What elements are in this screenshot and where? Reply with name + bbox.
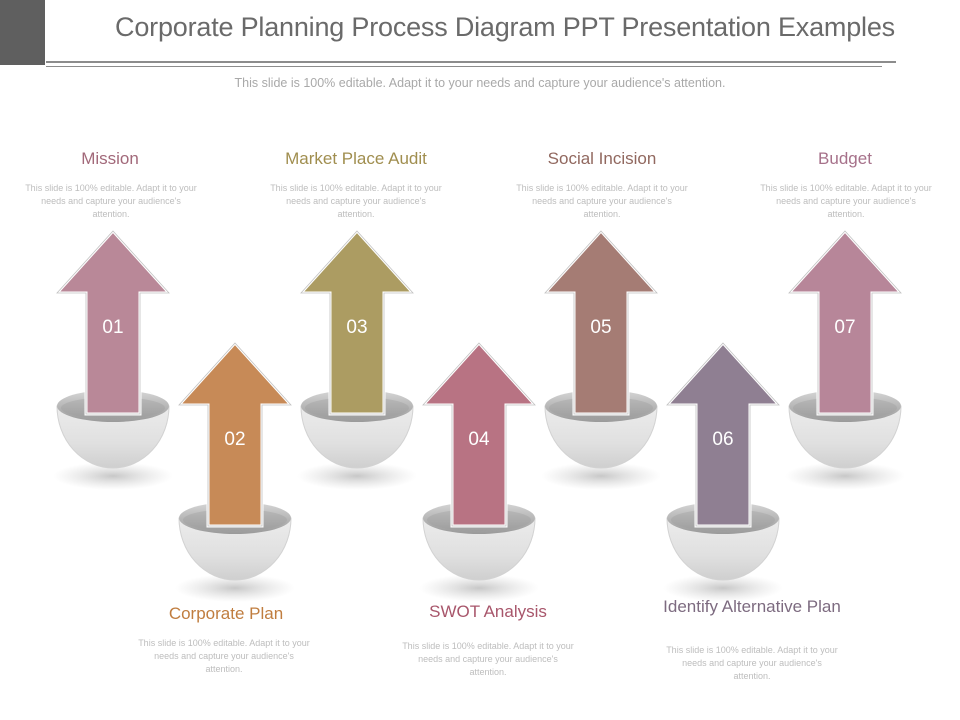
bowl-shadow (663, 574, 783, 602)
title-corner-block (0, 0, 45, 65)
stage-7-label: Budget (818, 149, 872, 168)
stage-3-arrow-outline (300, 230, 414, 415)
bowl-shadow (785, 462, 905, 490)
stage-4-label: SWOT Analysis (429, 602, 547, 621)
bowl-body (300, 405, 414, 469)
page-title: Corporate Planning Process Diagram PPT P… (115, 12, 895, 42)
stage-5-description: This slide is 100% editable. Adapt it to… (516, 183, 688, 219)
title-underline-thin (46, 66, 882, 67)
stage-6-arrow-outline (666, 342, 780, 527)
stage-5-number: 05 (590, 317, 611, 338)
stage-6-group: 06 (663, 340, 783, 602)
stage-1-label: Mission (81, 149, 139, 168)
bowl-body (178, 517, 292, 581)
stage-3-group: 03 (297, 228, 417, 490)
stage-7-group: 07 (785, 228, 905, 490)
stage-3-label: Market Place Audit (285, 149, 427, 168)
stage-5-label: Social Incision (547, 149, 657, 168)
bowl-shadow (175, 574, 295, 602)
stage-4-group: 04 (419, 340, 539, 602)
bowl-body (666, 517, 780, 581)
bowl-shadow (419, 574, 539, 602)
bowl-body (56, 405, 170, 469)
bowl-body (422, 517, 536, 581)
stage-1-description: This slide is 100% editable. Adapt it to… (25, 183, 197, 219)
stage-1-group: 01 (53, 228, 173, 490)
page-subtitle: This slide is 100% editable. Adapt it to… (234, 76, 726, 90)
stage-5-group: 05 (541, 228, 661, 490)
stage-3-number: 03 (346, 317, 367, 338)
stage-6-number: 06 (712, 429, 733, 450)
stage-7-description: This slide is 100% editable. Adapt it to… (760, 183, 932, 219)
stage-4-arrow-outline (422, 342, 536, 527)
stage-6-label: Identify Alternative Plan (663, 597, 841, 616)
stage-2-label: Corporate Plan (168, 604, 284, 623)
bowl-shadow (53, 462, 173, 490)
stage-5-arrow-outline (544, 230, 658, 415)
stage-6-description: This slide is 100% editable. Adapt it to… (666, 645, 838, 681)
stage-3-description: This slide is 100% editable. Adapt it to… (270, 183, 442, 219)
stage-1-arrow-outline (56, 230, 170, 415)
stage-2-group: 02 (175, 340, 295, 602)
bowl-shadow (541, 462, 661, 490)
stage-4-description: This slide is 100% editable. Adapt it to… (402, 641, 574, 677)
stage-7-arrow-outline (788, 230, 902, 415)
stage-1-number: 01 (102, 317, 123, 338)
bowl-shadow (297, 462, 417, 490)
stage-7-number: 07 (834, 317, 855, 338)
bowl-body (544, 405, 658, 469)
stage-2-arrow-outline (178, 342, 292, 527)
stage-4-number: 04 (468, 429, 490, 450)
stage-2-number: 02 (224, 429, 245, 450)
bowl-body (788, 405, 902, 469)
stage-2-description: This slide is 100% editable. Adapt it to… (138, 638, 310, 674)
title-underline (46, 61, 896, 63)
